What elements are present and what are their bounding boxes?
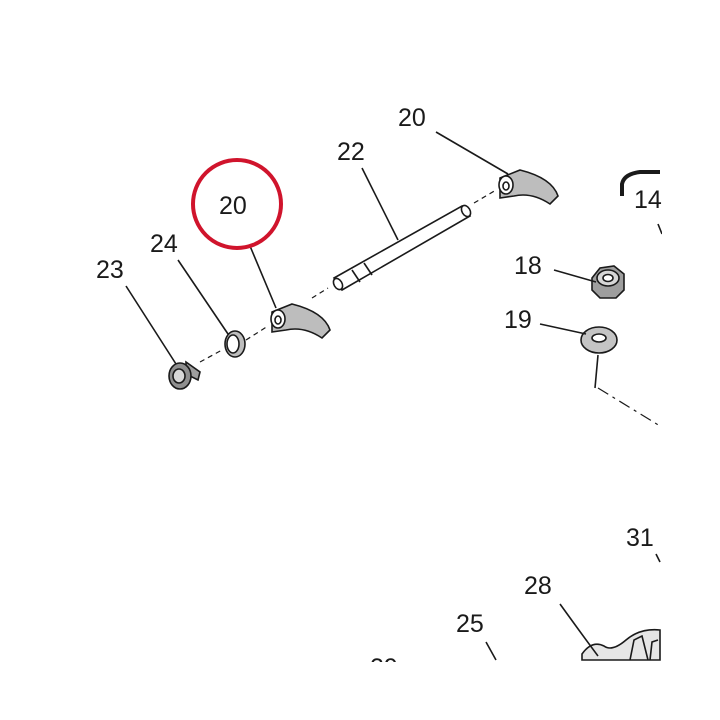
- bottom-margin-mask: [0, 662, 720, 720]
- part-20-lever-lower: [245, 303, 331, 341]
- leader-20-mid: [249, 245, 277, 309]
- callout-18: 18: [514, 252, 542, 280]
- part-24-ring: [199, 330, 246, 363]
- callout-14: 14: [634, 186, 662, 214]
- leader-22: [361, 167, 399, 241]
- callout-20-top: 20: [398, 104, 426, 132]
- part-22-shaft: [311, 189, 497, 299]
- callout-23: 23: [96, 256, 124, 284]
- part-23-screw: [168, 360, 201, 390]
- callout-28: 28: [524, 572, 552, 600]
- part-19-washer: [580, 326, 661, 427]
- part-20-lever-upper: [498, 169, 559, 206]
- part-28-assembly: [581, 628, 661, 661]
- callout-24: 24: [150, 230, 178, 258]
- highlight-circle-part-20: [191, 158, 283, 250]
- leader-25: [485, 641, 497, 661]
- leader-18: [553, 269, 597, 283]
- callout-31: 31: [626, 524, 654, 552]
- leader-24: [177, 259, 229, 335]
- right-margin-mask: [662, 0, 720, 720]
- part-14-housing: [620, 170, 663, 235]
- part-18-nut: [591, 265, 625, 299]
- callout-25: 25: [456, 610, 484, 638]
- leader-23: [125, 285, 177, 365]
- callout-22: 22: [337, 138, 365, 166]
- leader-31: [655, 553, 661, 563]
- leader-28: [559, 603, 599, 657]
- leader-20-top: [435, 131, 509, 175]
- leader-19: [539, 323, 587, 335]
- callout-20-highlighted: 20: [219, 192, 247, 220]
- callout-19: 19: [504, 306, 532, 334]
